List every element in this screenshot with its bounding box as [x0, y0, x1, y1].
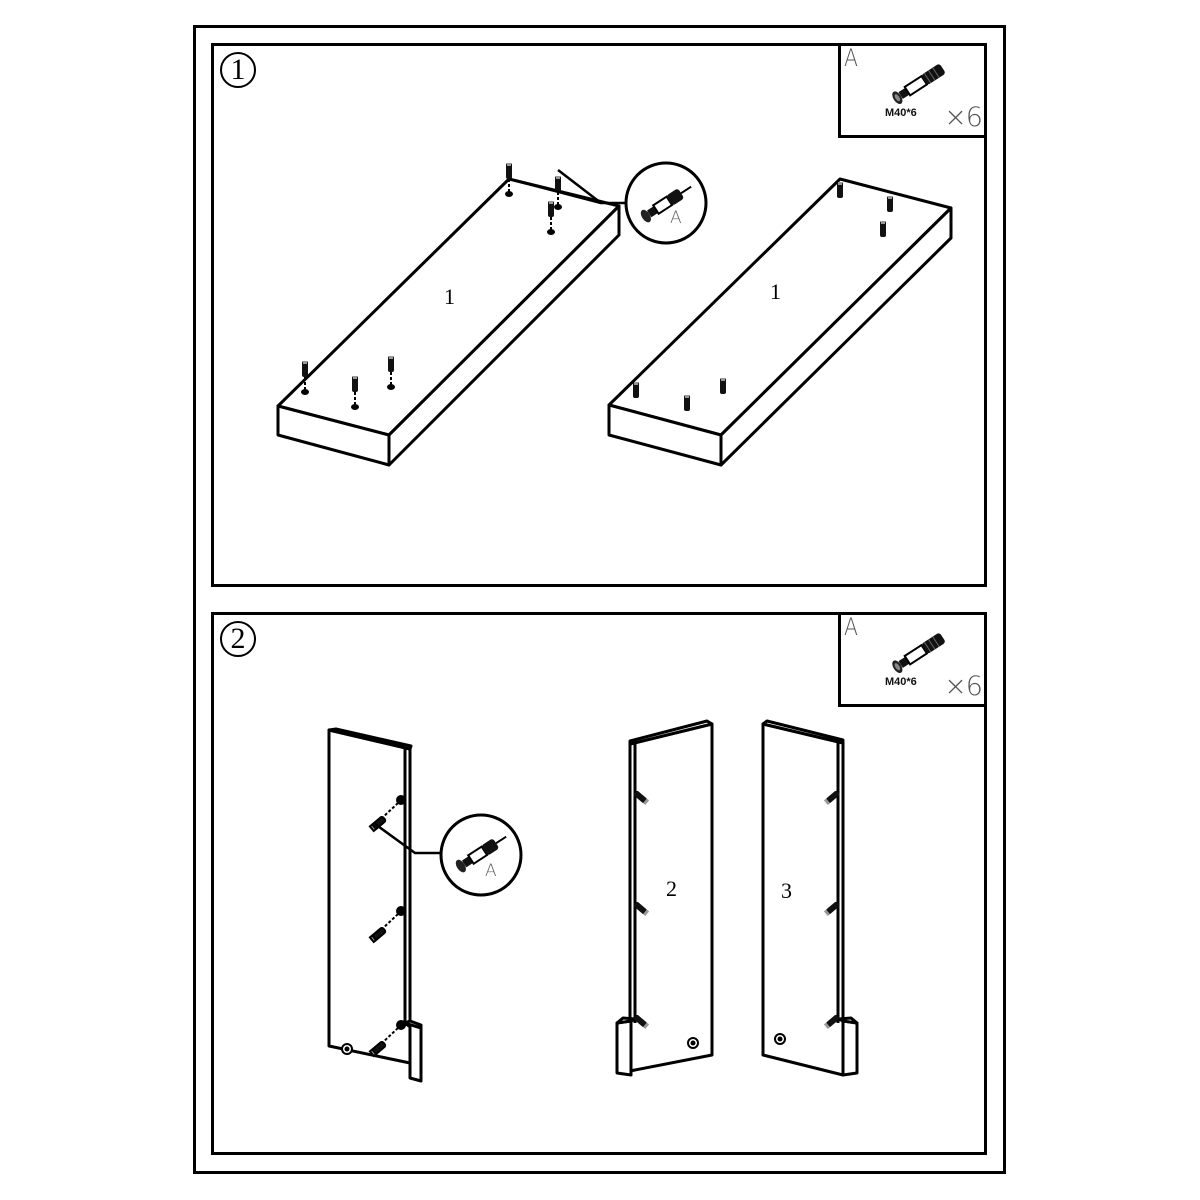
hardware-quantity: ×6: [944, 671, 983, 702]
hardware-quantity: ×6: [944, 102, 983, 133]
step-1-number: 1: [220, 52, 256, 88]
step-2-hardware-box: A M40*6 ×6: [838, 612, 987, 707]
step-1-drawing: A 1 1: [276, 161, 953, 467]
cam-dowel-icon: [892, 633, 945, 673]
side-panel-left: [327, 727, 423, 1083]
step-1-panel: 1 A M40*6 ×6: [211, 43, 987, 587]
callout-cam-dowel-icon: [455, 835, 507, 873]
hardware-code: M40*6: [885, 676, 917, 688]
side-panel-3: [761, 719, 859, 1077]
step-1-hardware-box: A M40*6 ×6: [838, 43, 987, 138]
cam-dowels-installed-2: [633, 790, 699, 1049]
hardware-letter: A: [844, 613, 858, 641]
callout-label: A: [485, 861, 497, 881]
part-label: 1: [444, 284, 455, 309]
hardware-code: M40*6: [885, 107, 917, 119]
cam-dowel-icon: [892, 64, 945, 104]
cam-dowels-exploded: [341, 795, 406, 1058]
side-panel-2: [615, 719, 714, 1077]
board-1-left: [276, 177, 621, 467]
part-label: 2: [666, 876, 677, 901]
callout-label: A: [670, 208, 682, 228]
cam-dowels-installed-3: [774, 790, 840, 1045]
step-2-panel: 2 A M40*6 ×6: [211, 612, 987, 1155]
callout-cam-dowel-icon: [640, 185, 692, 223]
step-2-drawing: A 2: [327, 719, 859, 1083]
step-2-number: 2: [220, 621, 256, 657]
hardware-letter: A: [844, 44, 858, 72]
part-label: 1: [770, 279, 781, 304]
page-frame: [193, 25, 1006, 1174]
board-1-right: [607, 177, 953, 467]
part-label: 3: [781, 878, 792, 903]
